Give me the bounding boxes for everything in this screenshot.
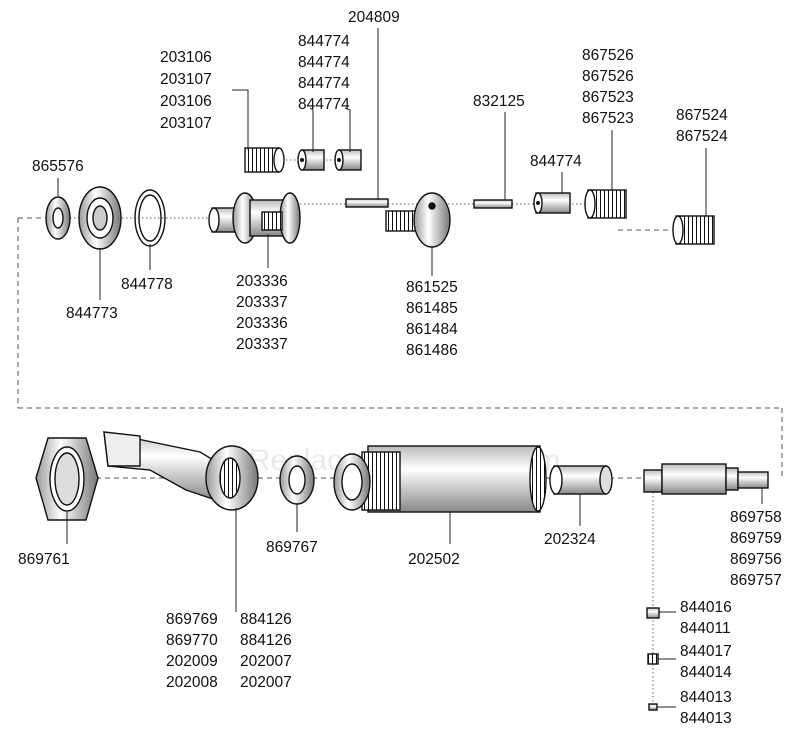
label-203336: 203336 [236,273,288,290]
gear-867524 [672,215,715,245]
label-844778: 844778 [121,276,173,293]
label-844774: 844774 [298,75,350,92]
label-869758: 869758 [730,509,782,526]
label-844017: 844017 [680,643,732,660]
label-861484: 861484 [406,321,458,338]
label-869759: 869759 [730,530,782,547]
label-867524: 867524 [676,128,728,145]
label-202008: 202008 [166,674,218,691]
label-202007: 202007 [240,674,292,691]
label-203337: 203337 [236,294,288,311]
label-844014: 844014 [680,664,732,681]
part-labels: 865576 844773 844778 203106 203107 20310… [18,9,782,727]
pin-832125 [473,199,513,209]
label-867523: 867523 [582,89,634,106]
washer-865576 [45,196,71,240]
label-202324: 202324 [544,531,596,548]
screw-844016 [646,607,660,619]
assembly-path [17,159,783,708]
label-867526: 867526 [582,47,634,64]
bearing-844773 [78,186,122,250]
label-867524: 867524 [676,107,728,124]
label-869761: 869761 [18,551,70,568]
label-203107: 203107 [160,115,212,132]
bearing-844774-b [334,149,362,171]
gear-867526 [584,189,627,219]
spacer-869767 [279,455,315,505]
nut-869761 [35,437,99,521]
label-202009: 202009 [166,653,218,670]
label-844774: 844774 [530,153,582,170]
label-844774: 844774 [298,54,350,71]
shaft-869758 [643,463,769,495]
bearing-844774-c [533,192,571,214]
label-204809: 204809 [348,9,400,26]
label-203337: 203337 [236,336,288,353]
label-861525: 861525 [406,279,458,296]
housing-202502 [333,445,547,513]
label-869770: 869770 [166,632,218,649]
label-202007: 202007 [240,653,292,670]
label-203106: 203106 [160,49,212,66]
gear-203106 [244,147,285,173]
label-844016: 844016 [680,599,732,616]
label-869767: 869767 [266,539,318,556]
label-861486: 861486 [406,342,458,359]
label-844011: 844011 [680,620,731,637]
carrier-203336 [208,192,301,244]
wrench-869769 [103,431,259,511]
nut-844017 [647,653,659,665]
label-844013: 844013 [680,710,732,727]
label-869757: 869757 [730,572,782,589]
label-203107: 203107 [160,71,212,88]
label-865576: 865576 [32,158,84,175]
label-844013: 844013 [680,689,732,706]
label-844774: 844774 [298,96,350,113]
label-203336: 203336 [236,315,288,332]
label-844773: 844773 [66,305,118,322]
label-867526: 867526 [582,68,634,85]
label-884126: 884126 [240,611,292,628]
spindle-861525 [385,192,451,248]
label-832125: 832125 [473,93,525,110]
label-869756: 869756 [730,551,782,568]
pin-844013 [648,703,658,711]
pin-204809 [345,198,389,208]
leader-lines [57,28,763,708]
label-203106: 203106 [160,93,212,110]
label-202502: 202502 [408,551,460,568]
label-884126: 884126 [240,632,292,649]
label-869769: 869769 [166,611,218,628]
label-844774: 844774 [298,33,350,50]
label-861485: 861485 [406,300,458,317]
sleeve-202324 [549,465,613,495]
bearing-844774-a [297,149,325,171]
label-867523: 867523 [582,110,634,127]
